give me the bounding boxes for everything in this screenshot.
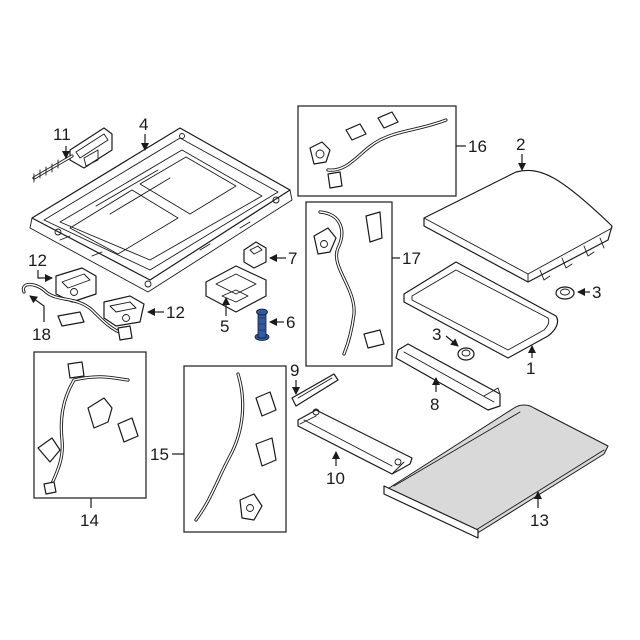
detail-box-17 xyxy=(305,201,393,367)
callout-2: 2 xyxy=(516,135,525,154)
callout-4: 4 xyxy=(139,115,148,134)
callout-6: 6 xyxy=(286,313,295,332)
callout-3-lower: 3 xyxy=(432,325,441,344)
bolt-6 xyxy=(254,308,270,341)
deflector-8 xyxy=(395,343,501,411)
callout-15: 15 xyxy=(150,445,169,464)
sunroof-frame xyxy=(29,127,293,293)
callout-14: 14 xyxy=(80,511,99,530)
callout-13: 13 xyxy=(530,511,549,530)
wire-harness xyxy=(21,282,133,341)
sunroof-motor xyxy=(32,127,113,183)
callout-3-right: 3 xyxy=(592,283,601,302)
detail-box-16 xyxy=(297,105,457,197)
callout-17: 17 xyxy=(402,249,421,268)
drive-unit-right xyxy=(103,295,145,327)
bracket-5 xyxy=(205,265,267,313)
callout-labels: 1 2 3 3 4 5 6 7 8 9 10 11 12 12 13 14 15… xyxy=(28,115,601,530)
drive-unit-left xyxy=(55,267,97,303)
shade-bar-10 xyxy=(297,408,413,475)
callout-10: 10 xyxy=(326,469,345,488)
callout-8: 8 xyxy=(430,395,439,414)
callout-7: 7 xyxy=(288,249,297,268)
callout-11: 11 xyxy=(53,125,71,144)
callout-18: 18 xyxy=(32,325,51,344)
callout-12-right: 12 xyxy=(166,303,185,322)
callout-12-left: 12 xyxy=(28,251,47,270)
callout-16: 16 xyxy=(468,137,487,156)
callout-9: 9 xyxy=(290,361,299,380)
clip-7 xyxy=(243,241,267,269)
detail-box-14 xyxy=(33,351,147,499)
detail-box-15 xyxy=(183,365,287,533)
callout-1: 1 xyxy=(526,359,535,378)
leader-lines xyxy=(29,134,590,508)
callout-5: 5 xyxy=(220,317,229,336)
grommet-3a xyxy=(555,286,575,300)
sun-shade-13 xyxy=(383,404,609,539)
grommet-3b xyxy=(457,347,475,361)
rail-9 xyxy=(291,373,339,407)
